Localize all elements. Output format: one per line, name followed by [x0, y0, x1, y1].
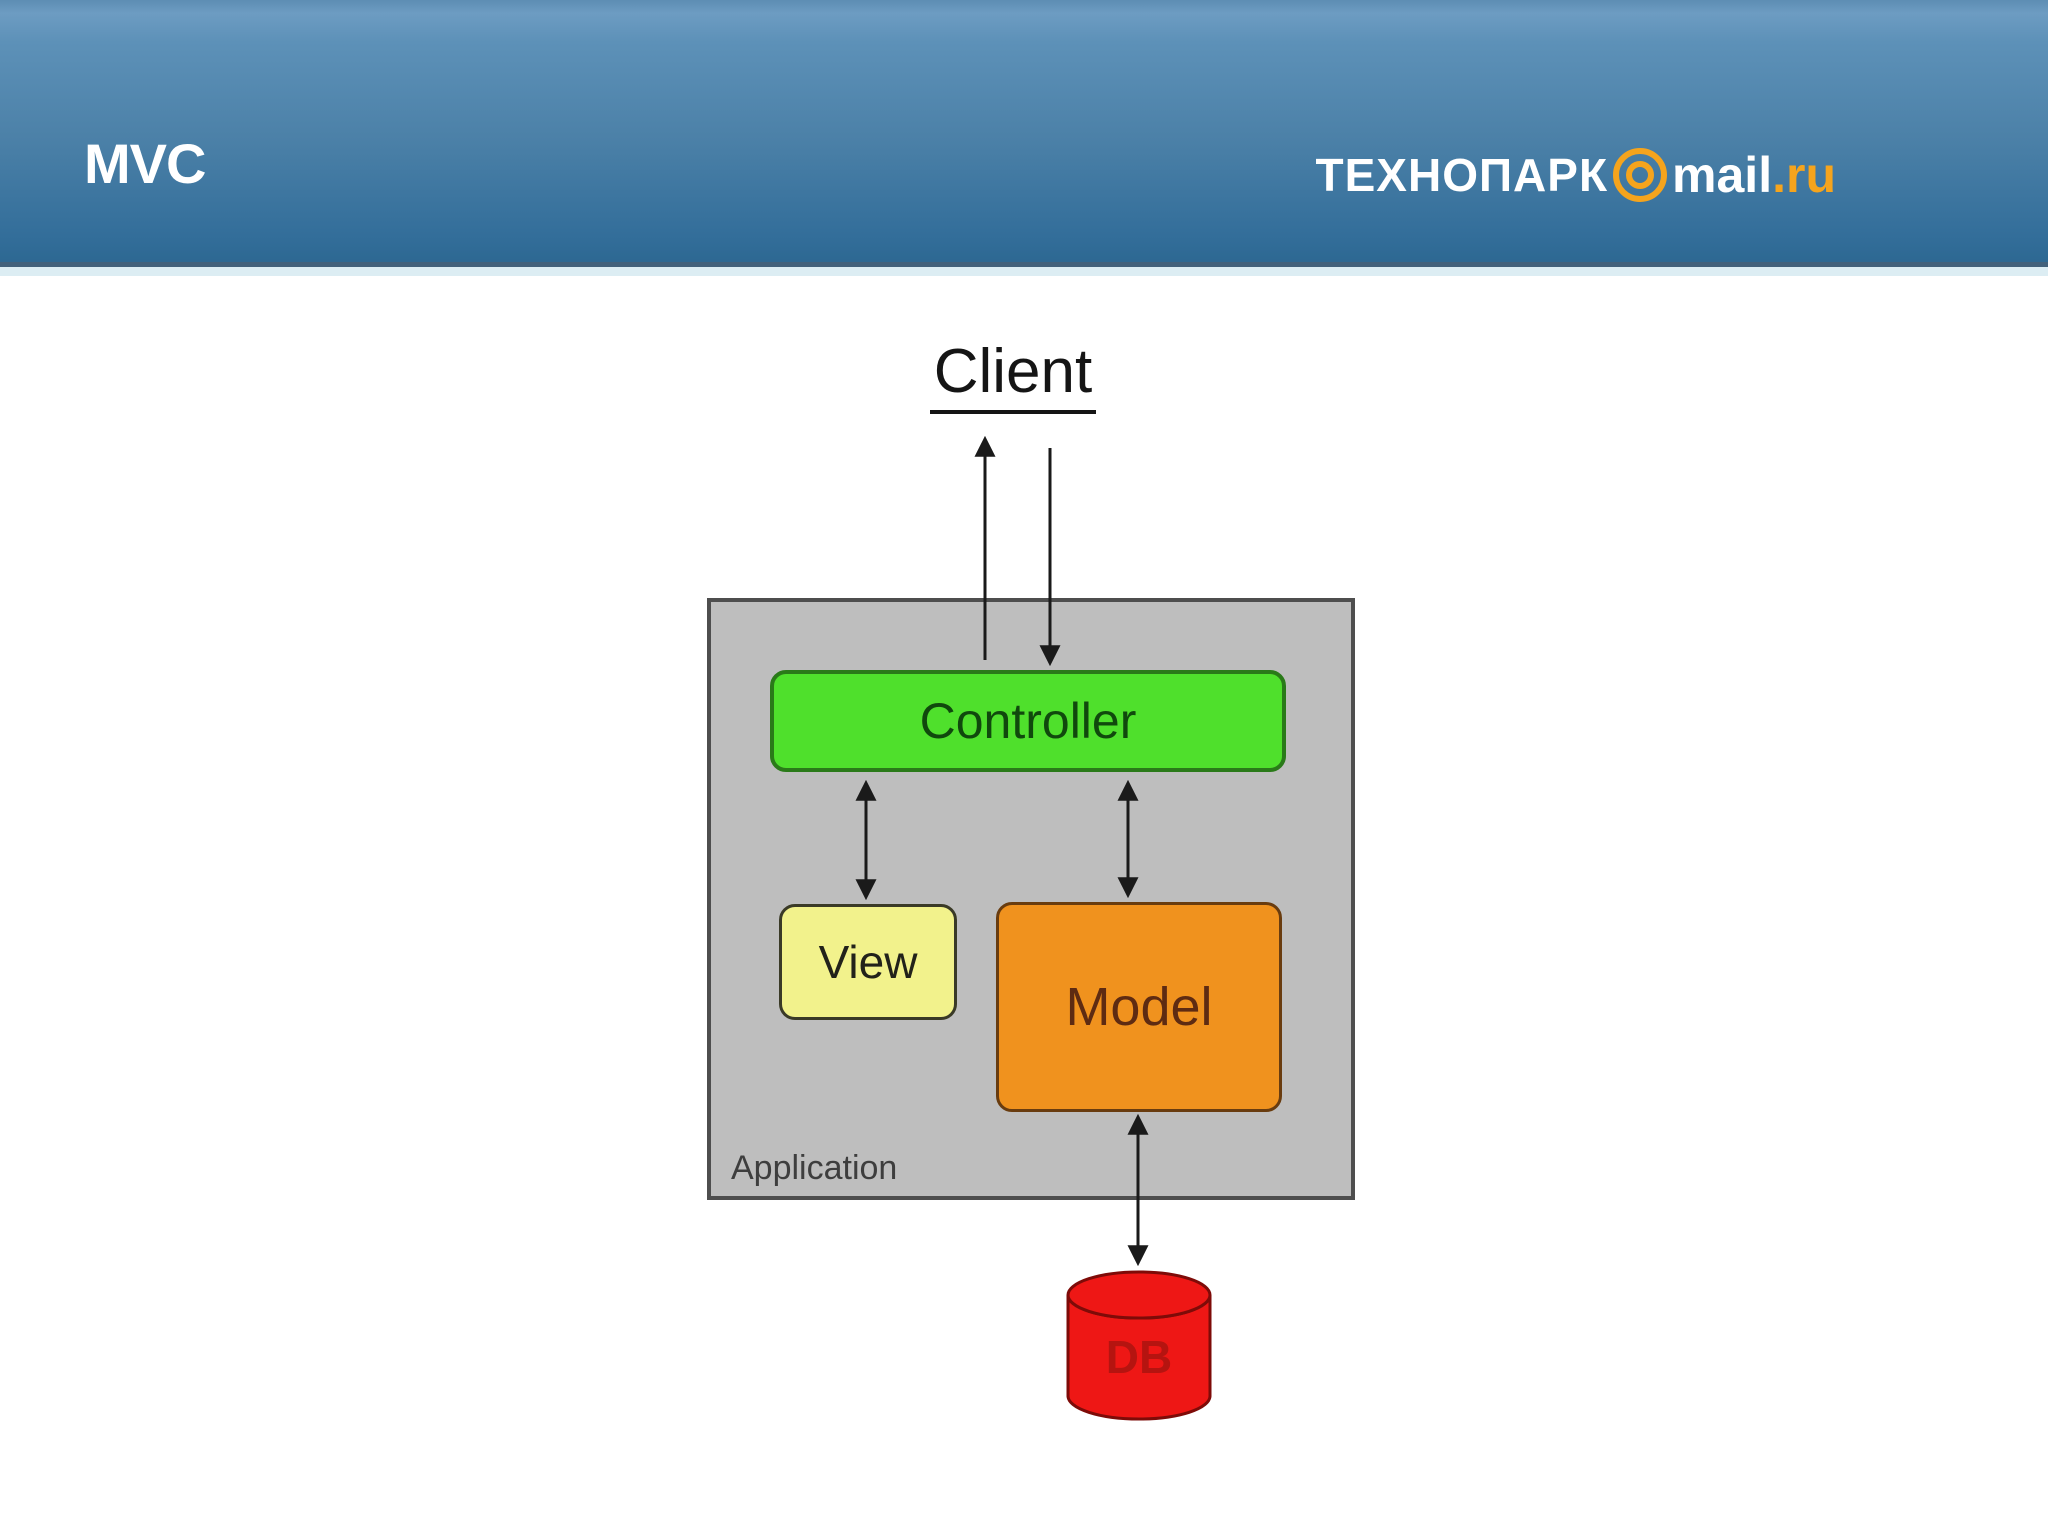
controller-node: Controller	[770, 670, 1286, 772]
model-label: Model	[1065, 977, 1213, 1037]
view-node: View	[779, 904, 957, 1020]
logo-text-ru: .ru	[1772, 147, 1836, 203]
page-title: MVC	[84, 132, 206, 195]
db-label: DB	[1105, 1331, 1173, 1383]
logo-text-technopark: ТЕХНОПАРК	[1315, 149, 1609, 201]
technopark-logo: ТЕХНОПАРК mail .ru	[1316, 144, 1836, 206]
header-bottom-strip	[0, 267, 2048, 276]
logo-text-mail: mail	[1672, 147, 1773, 203]
model-node: Model	[996, 902, 1282, 1112]
client-label: Client	[929, 337, 1097, 414]
database-cylinder-icon	[1066, 1270, 1212, 1421]
client-node: Client	[903, 337, 1123, 414]
slide-header: MVC ТЕХНОПАРК mail .ru	[0, 0, 2048, 267]
db-node: DB	[1064, 1268, 1214, 1424]
application-label: Application	[731, 1149, 898, 1187]
mailru-at-icon	[1613, 148, 1668, 202]
view-label: View	[818, 936, 918, 988]
controller-label: Controller	[919, 693, 1137, 749]
